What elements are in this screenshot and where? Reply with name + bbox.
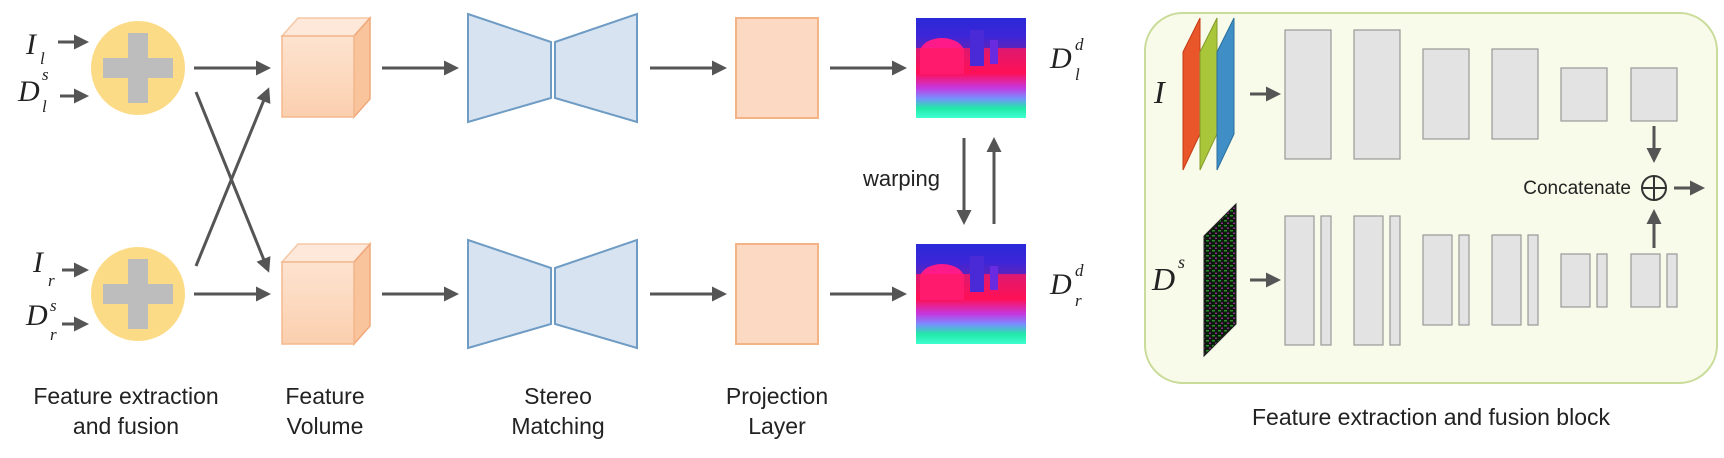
projection-layer-top [735, 17, 819, 119]
layer [1353, 215, 1384, 346]
caption-line: Projection [725, 383, 829, 409]
layer [1491, 48, 1539, 140]
bottom-layer-stack [1284, 215, 1678, 346]
input-D-s-right: D s r [25, 296, 57, 344]
layer [1353, 29, 1401, 160]
layer [1666, 253, 1678, 308]
concat-oplus-icon [1641, 175, 1667, 201]
fusion-node-left [91, 21, 185, 115]
svg-text:l: l [42, 97, 47, 116]
svg-text:l: l [40, 49, 45, 68]
layer [1284, 215, 1315, 346]
layer [1320, 215, 1332, 346]
block-title: Feature extraction and fusion block [1252, 404, 1610, 430]
svg-text:I: I [32, 246, 45, 279]
caption-feature-volume: Feature Volume [260, 381, 390, 441]
svg-text:r: r [48, 271, 55, 290]
stereo-matching-bottom [467, 238, 638, 350]
rgb-image-planes [1182, 17, 1235, 171]
caption-line: Matching [511, 413, 605, 439]
stereo-matching-top [467, 12, 638, 124]
caption-projection-layer: Projection Layer [707, 381, 847, 441]
svg-text:r: r [50, 325, 57, 344]
svg-text:D: D [1151, 261, 1175, 297]
svg-text:D: D [17, 75, 40, 108]
fusion-node-right [91, 247, 185, 341]
layer [1458, 234, 1470, 326]
warping-label: warping [862, 166, 940, 191]
svg-text:r: r [1075, 291, 1082, 310]
layer [1422, 234, 1453, 326]
depth-map-left [916, 18, 1026, 118]
caption-stereo-matching: Stereo Matching [488, 381, 628, 441]
feature-volume-top [280, 16, 372, 119]
svg-text:s: s [42, 65, 49, 84]
caption-line: Feature extraction [33, 383, 219, 409]
svg-text:D: D [25, 299, 48, 332]
layer [1630, 253, 1661, 308]
layer [1491, 234, 1522, 326]
svg-text:s: s [50, 296, 57, 315]
feature-volume-bottom [280, 242, 372, 346]
sparse-depth-plane [1203, 202, 1237, 358]
svg-text:l: l [1075, 65, 1080, 84]
layer [1560, 67, 1608, 122]
block-input-D-s: D s [1151, 252, 1185, 297]
layer [1630, 67, 1678, 122]
input-I-left: I l [25, 28, 45, 68]
caption-line: and fusion [72, 413, 180, 439]
svg-text:I: I [25, 28, 38, 61]
projection-layer-bottom [735, 243, 819, 345]
output-D-d-left: D d l [1049, 35, 1084, 84]
arrow-cross-up [194, 87, 271, 267]
svg-text:d: d [1075, 261, 1084, 280]
input-D-s-left: D s l [17, 65, 49, 116]
output-D-d-right: D d r [1049, 261, 1084, 310]
block-input-I: I [1153, 74, 1166, 110]
layer [1389, 215, 1401, 346]
caption-feature-extraction: Feature extraction and fusion [14, 381, 238, 441]
svg-text:D: D [1049, 42, 1072, 75]
caption-line: Stereo [524, 383, 592, 409]
top-layer-stack [1284, 29, 1678, 160]
layer [1527, 234, 1539, 326]
svg-text:s: s [1178, 252, 1185, 272]
svg-text:d: d [1075, 35, 1084, 54]
caption-line: Layer [748, 413, 806, 439]
caption-line: Volume [286, 413, 364, 439]
concatenate-label: Concatenate [1523, 178, 1631, 199]
svg-text:D: D [1049, 268, 1072, 301]
depth-map-right [916, 244, 1026, 344]
layer [1560, 253, 1591, 308]
layer [1596, 253, 1608, 308]
input-I-right: I r [32, 246, 55, 290]
layer [1422, 48, 1470, 140]
layer [1284, 29, 1332, 160]
caption-line: Feature [285, 383, 365, 409]
